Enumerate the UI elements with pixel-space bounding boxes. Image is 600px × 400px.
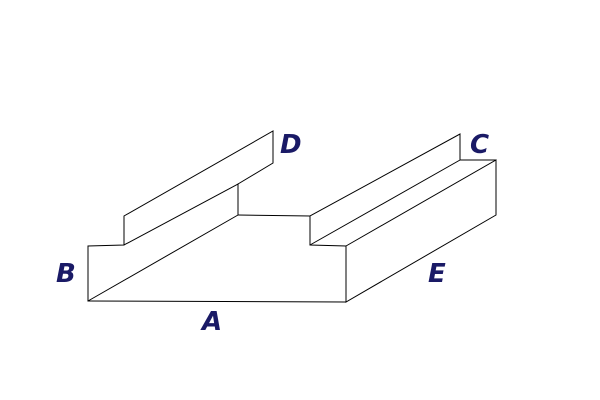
- label-c: C: [470, 130, 489, 160]
- label-e: E: [428, 259, 446, 289]
- right-flange-outline: [309, 133, 461, 246]
- label-b: B: [56, 259, 76, 289]
- bottom-front-edge: [87, 300, 347, 303]
- left-wall-front-face: [88, 131, 273, 301]
- left-wall-outline: [87, 130, 274, 302]
- label-d: D: [280, 130, 302, 160]
- floor-back-edge: [237, 214, 311, 217]
- label-a: A: [200, 307, 222, 337]
- right-wall-front-face: [346, 160, 496, 302]
- left-wall-inner-top-edge: [123, 183, 239, 246]
- left-wall-base-diagonal: [87, 214, 239, 302]
